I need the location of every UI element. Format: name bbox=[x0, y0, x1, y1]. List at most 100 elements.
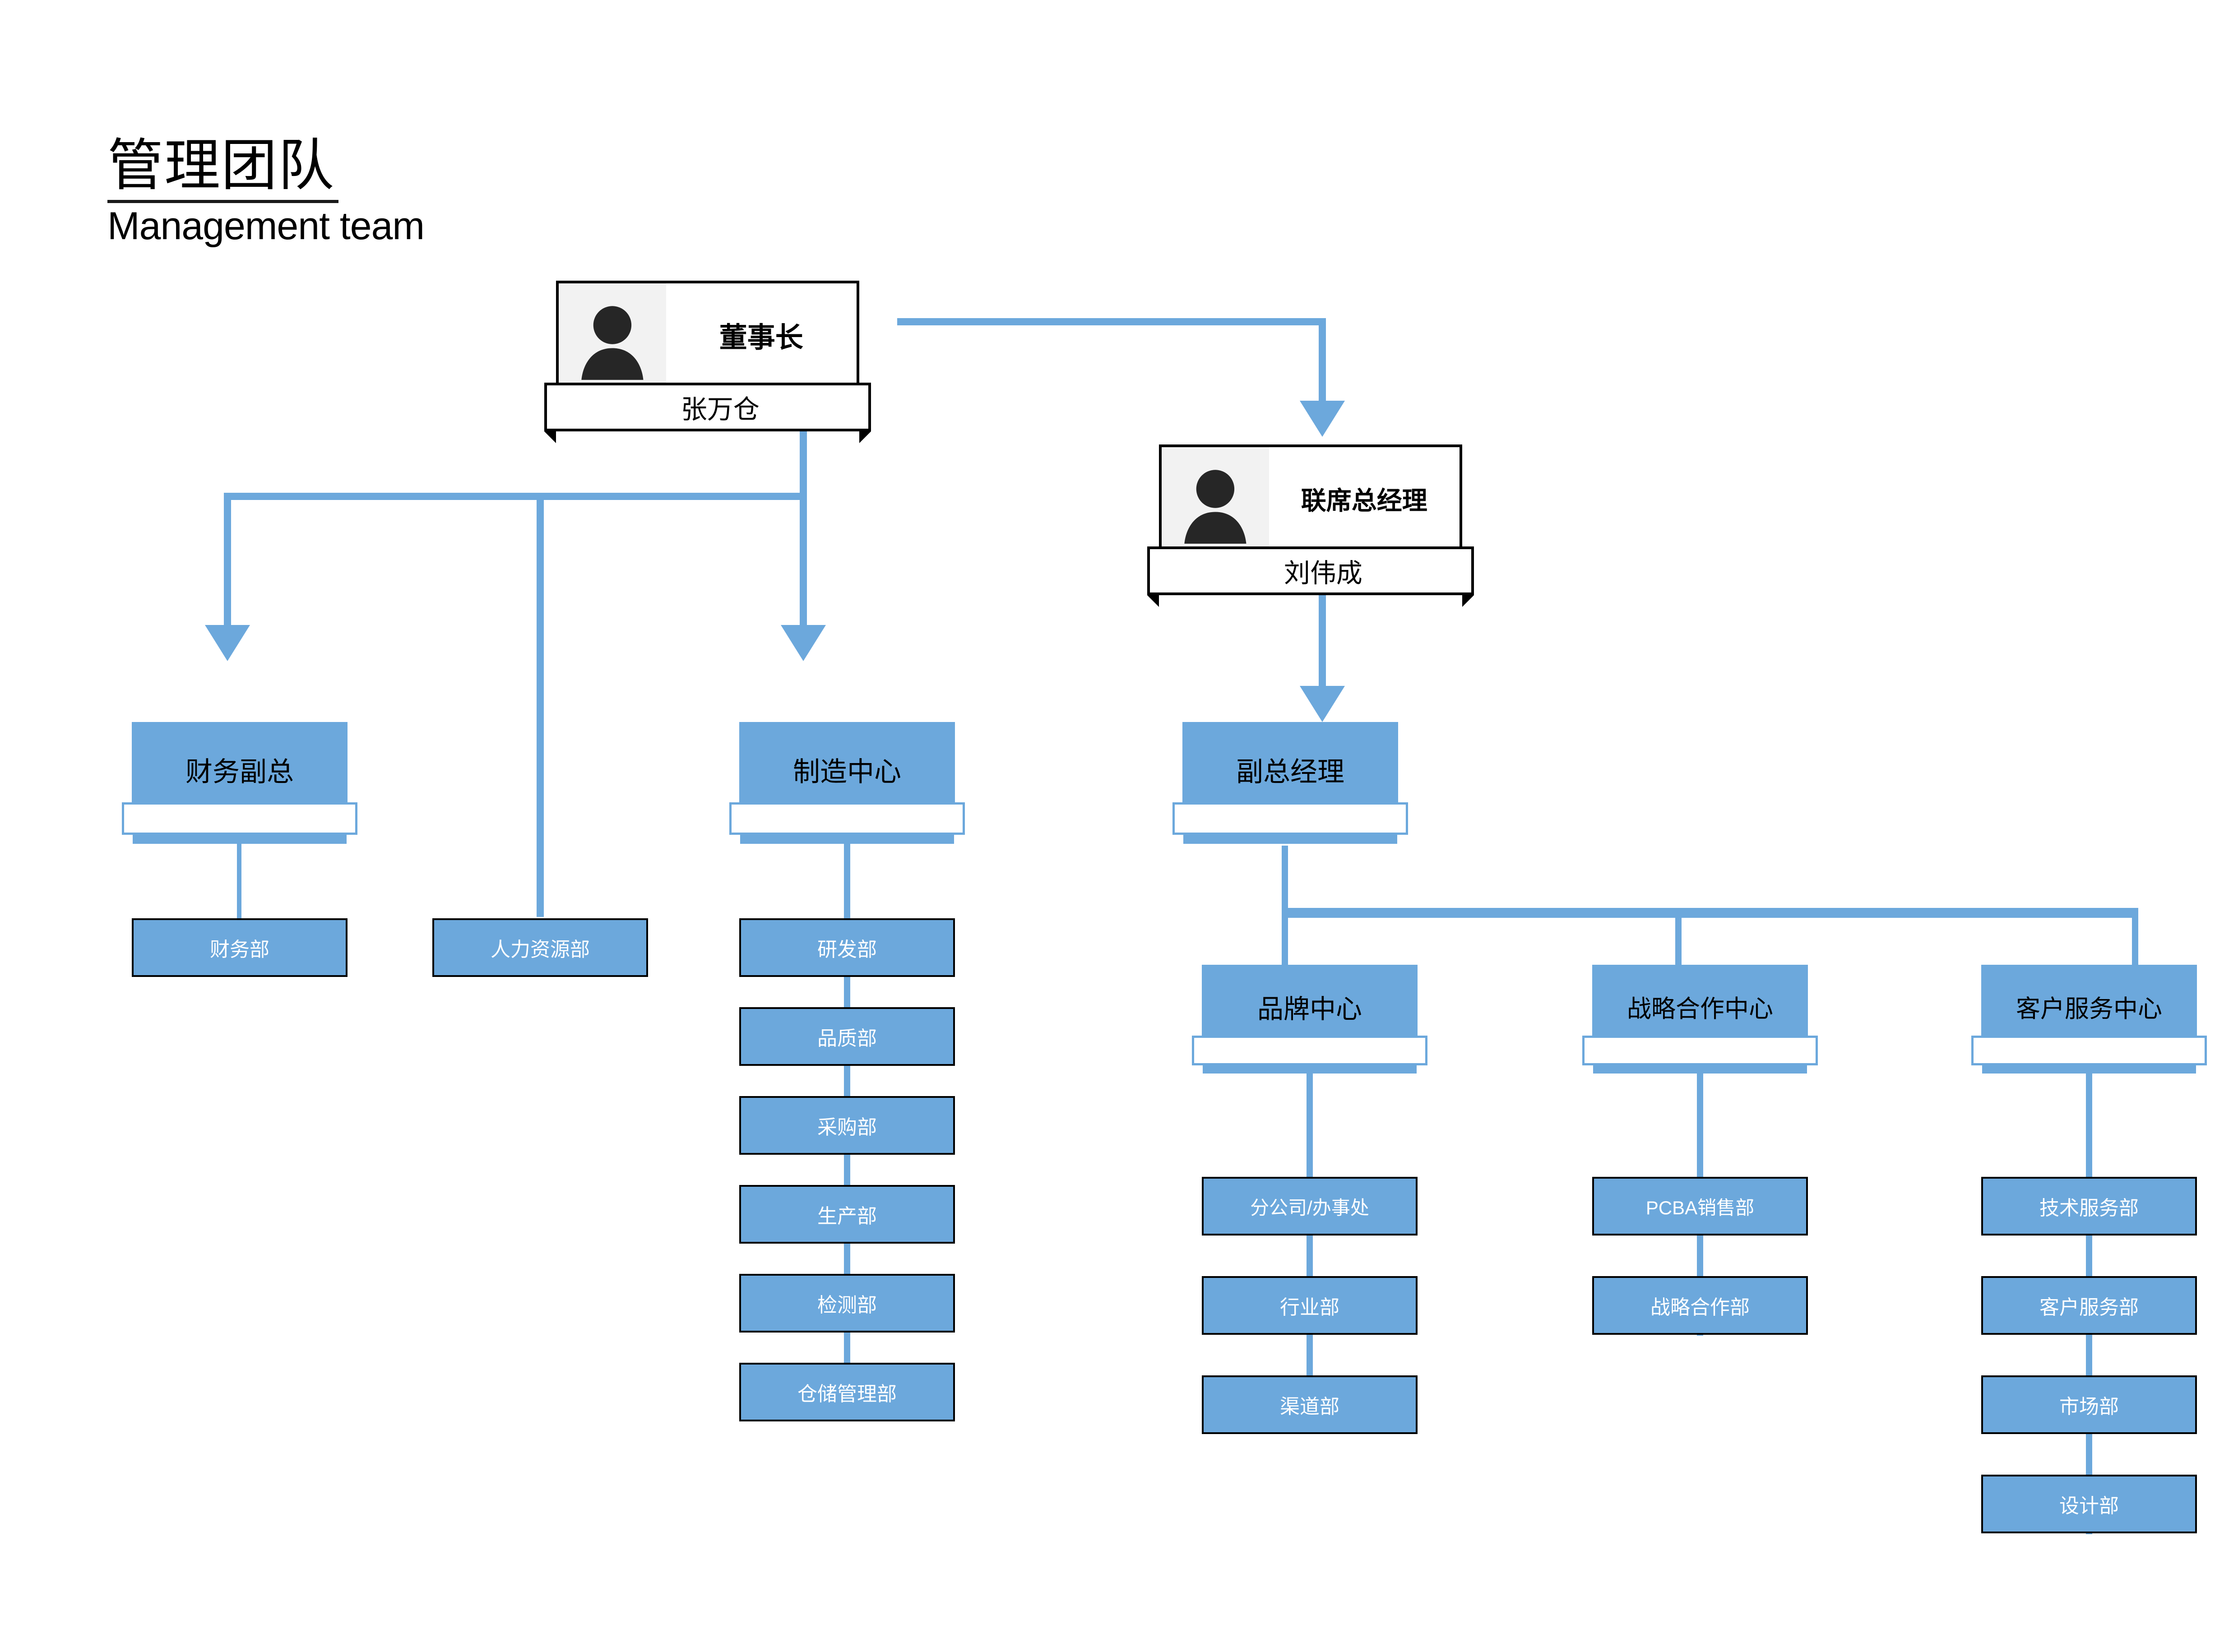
connector-chairman-to-cogm-vertical bbox=[1319, 318, 1326, 404]
connector-bus-to-hr bbox=[537, 493, 544, 917]
dept-rnd[interactable]: 研发部 bbox=[739, 918, 955, 977]
dept-label: 生产部 bbox=[817, 1205, 877, 1227]
dept-label: 采购部 bbox=[817, 1116, 877, 1138]
person-avatar-icon bbox=[1162, 447, 1269, 550]
arrow-bus-to-cfo bbox=[205, 625, 250, 661]
dept-label: 战略合作部 bbox=[1650, 1296, 1750, 1319]
service-center-head-box: 客户服务中心 bbox=[1981, 965, 2197, 1048]
manufacturing-head-box: 制造中心 bbox=[739, 722, 955, 817]
cogm-name: 刘伟成 bbox=[1283, 559, 1362, 588]
dept-label: 人力资源部 bbox=[491, 939, 590, 961]
vice-gm-ribbon-white bbox=[1172, 802, 1408, 835]
dept-procurement[interactable]: 采购部 bbox=[739, 1096, 955, 1155]
cfo-head-box: 财务副总 bbox=[132, 722, 348, 817]
connector-cogm-to-vgm bbox=[1319, 575, 1326, 690]
page-title-block: 管理团队 Management team bbox=[107, 133, 425, 248]
arrow-cogm-to-vgm bbox=[1300, 686, 1345, 722]
service-center-ribbon-white bbox=[1971, 1036, 2207, 1065]
dept-pcba-sales[interactable]: PCBA销售部 bbox=[1592, 1177, 1808, 1236]
connector-vgm-bus bbox=[1282, 908, 2138, 918]
dept-human-resources[interactable]: 人力资源部 bbox=[432, 918, 648, 977]
dept-label: 研发部 bbox=[817, 939, 877, 961]
connector-brand-spine bbox=[1307, 1056, 1313, 1430]
manufacturing-ribbon-notch-right bbox=[954, 835, 965, 846]
page-title-en: Management team bbox=[107, 204, 425, 248]
brand-center-ribbon-notch-left bbox=[1192, 1065, 1203, 1076]
connector-chairman-to-cogm-horizontal bbox=[897, 318, 1326, 325]
vice-gm-head-box: 副总经理 bbox=[1182, 722, 1398, 817]
arrow-bus-to-mfg bbox=[781, 625, 826, 661]
node-vice-gm[interactable]: 副总经理 bbox=[1172, 722, 1408, 846]
node-strategy-center[interactable]: 战略合作中心 bbox=[1582, 965, 1818, 1076]
dept-label: 分公司/办事处 bbox=[1250, 1197, 1369, 1218]
chairman-name-ribbon: 张万仓 bbox=[544, 383, 871, 431]
cogm-name-ribbon: 刘伟成 bbox=[1147, 546, 1474, 595]
brand-center-head-box: 品牌中心 bbox=[1202, 965, 1418, 1048]
person-avatar-icon bbox=[559, 283, 666, 386]
node-brand-center[interactable]: 品牌中心 bbox=[1192, 965, 1427, 1076]
manufacturing-ribbon-notch-left bbox=[729, 835, 740, 846]
chairman-ribbon-tail-right bbox=[859, 431, 871, 443]
cogm-ribbon-tail-left bbox=[1147, 595, 1159, 607]
manufacturing-ribbon-white bbox=[729, 802, 965, 835]
dept-technical-service[interactable]: 技术服务部 bbox=[1981, 1177, 2197, 1236]
dept-marketing[interactable]: 市场部 bbox=[1981, 1375, 2197, 1434]
dept-quality[interactable]: 品质部 bbox=[739, 1007, 955, 1066]
connector-bus-to-mfg bbox=[800, 493, 807, 628]
cogm-card-body: 联席总经理 bbox=[1159, 444, 1462, 553]
node-manufacturing[interactable]: 制造中心 bbox=[729, 722, 965, 846]
service-center-ribbon-notch-left bbox=[1971, 1065, 1982, 1076]
dept-warehouse[interactable]: 仓储管理部 bbox=[739, 1363, 955, 1421]
node-service-center[interactable]: 客户服务中心 bbox=[1971, 965, 2207, 1076]
dept-channel[interactable]: 渠道部 bbox=[1202, 1375, 1418, 1434]
dept-customer-service[interactable]: 客户服务部 bbox=[1981, 1276, 2197, 1335]
connector-chairman-bus bbox=[224, 493, 807, 500]
strategy-center-ribbon-white bbox=[1582, 1036, 1818, 1065]
dept-label: 仓储管理部 bbox=[797, 1383, 897, 1405]
cfo-ribbon-notch-right bbox=[347, 835, 357, 846]
connector-cfo-spine bbox=[237, 844, 241, 930]
dept-label: 财务部 bbox=[210, 939, 269, 961]
dept-label: 检测部 bbox=[817, 1294, 877, 1316]
connector-chairman-stem bbox=[800, 431, 807, 496]
chairman-card-body: 董事长 bbox=[556, 281, 859, 389]
dept-inspection[interactable]: 检测部 bbox=[739, 1274, 955, 1333]
node-cogm[interactable]: 联席总经理 刘伟成 bbox=[1147, 444, 1474, 607]
dept-label: PCBA销售部 bbox=[1645, 1197, 1755, 1218]
dept-design[interactable]: 设计部 bbox=[1981, 1475, 2197, 1533]
dept-label: 技术服务部 bbox=[2039, 1197, 2139, 1219]
brand-center-ribbon-white bbox=[1192, 1036, 1427, 1065]
strategy-center-ribbon-notch-right bbox=[1807, 1065, 1818, 1076]
connector-vgm-stem bbox=[1282, 846, 1288, 922]
dept-finance[interactable]: 财务部 bbox=[132, 918, 348, 977]
cfo-ribbon-notch-left bbox=[122, 835, 133, 846]
dept-label: 行业部 bbox=[1280, 1296, 1339, 1319]
strategy-center-head-box: 战略合作中心 bbox=[1592, 965, 1808, 1048]
chairman-title: 董事长 bbox=[666, 283, 857, 386]
dept-strategic-cooperation[interactable]: 战略合作部 bbox=[1592, 1276, 1808, 1335]
cogm-ribbon-tail-right bbox=[1462, 595, 1474, 607]
dept-label: 市场部 bbox=[2059, 1396, 2119, 1418]
dept-industry[interactable]: 行业部 bbox=[1202, 1276, 1418, 1335]
dept-label: 品质部 bbox=[817, 1027, 877, 1050]
page-title-cn: 管理团队 bbox=[107, 133, 335, 198]
vice-gm-ribbon-notch-left bbox=[1172, 835, 1183, 846]
connector-bus-to-cfo bbox=[224, 493, 231, 628]
chairman-ribbon-tail-left bbox=[544, 431, 556, 443]
dept-label: 设计部 bbox=[2059, 1495, 2119, 1517]
dept-production[interactable]: 生产部 bbox=[739, 1185, 955, 1244]
node-cfo[interactable]: 财务副总 bbox=[122, 722, 357, 846]
dept-label: 渠道部 bbox=[1280, 1396, 1339, 1418]
dept-label: 客户服务部 bbox=[2039, 1296, 2139, 1319]
brand-center-ribbon-notch-right bbox=[1417, 1065, 1427, 1076]
service-center-ribbon-notch-right bbox=[2196, 1065, 2207, 1076]
cogm-title: 联席总经理 bbox=[1269, 447, 1460, 550]
node-chairman[interactable]: 董事长 张万仓 bbox=[544, 281, 871, 443]
cfo-ribbon-white bbox=[122, 802, 357, 835]
dept-branch-office[interactable]: 分公司/办事处 bbox=[1202, 1177, 1418, 1236]
arrow-chairman-to-cogm bbox=[1300, 401, 1345, 437]
strategy-center-ribbon-notch-left bbox=[1582, 1065, 1593, 1076]
vice-gm-ribbon-notch-right bbox=[1397, 835, 1408, 846]
title-divider bbox=[107, 199, 338, 203]
